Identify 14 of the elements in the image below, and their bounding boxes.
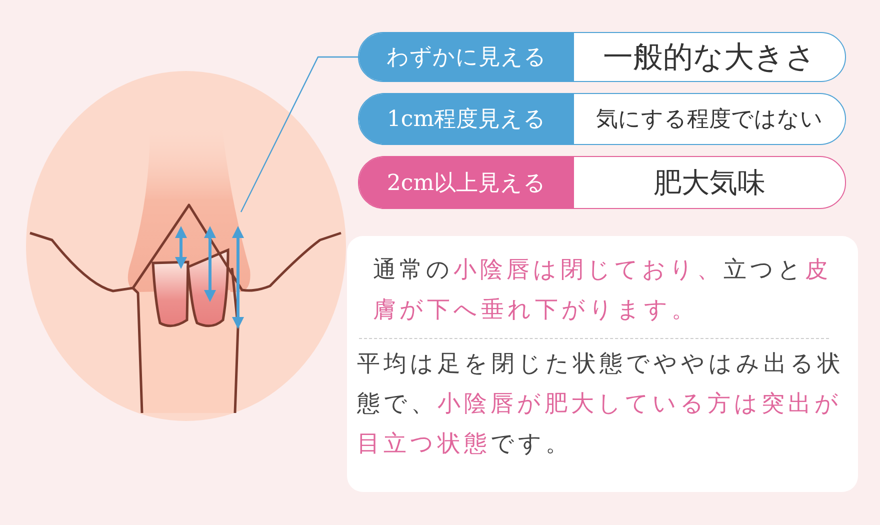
explanation-card: [347, 236, 858, 492]
size-label: わずかに見える: [359, 33, 574, 81]
size-description: 肥大気味: [652, 164, 766, 200]
category-row: [358, 32, 846, 82]
anatomy-drawing: [25, 70, 347, 422]
size-description: 一般的な大きさ: [602, 38, 817, 76]
size-description: 気にする程度ではない: [595, 106, 824, 134]
leader-line: [240, 56, 358, 212]
category-row: [358, 156, 846, 209]
explanation-text: 通常の小陰唇は閉じており、立つと皮膚が下へ垂れ下がります。: [373, 256, 832, 325]
size-label: 1cm程度見える: [359, 94, 574, 144]
size-label: 2cm以上見える: [359, 157, 574, 208]
category-row: [358, 93, 846, 145]
explanation-text: 平均は足を閉じた状態でややはみ出る状態で、小陰唇が肥大している方は突出が目立つ状態です。: [357, 350, 845, 459]
